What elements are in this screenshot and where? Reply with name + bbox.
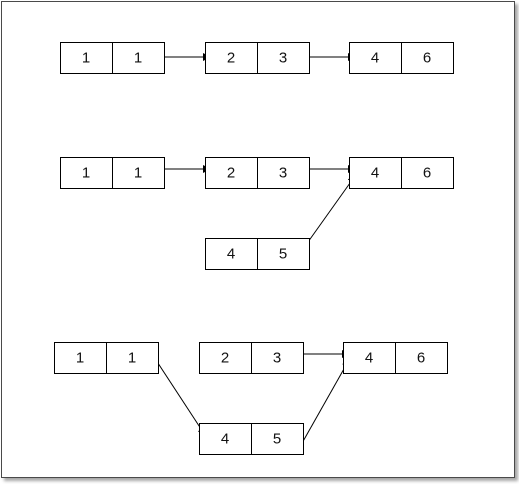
node-pointer-cell [395, 342, 448, 374]
node-pointer-cell [112, 157, 165, 189]
node-cell-text: 6 [423, 50, 431, 67]
node-value-cell [54, 342, 107, 374]
node-value-cell [349, 42, 402, 74]
node-cell-text: 6 [417, 350, 425, 367]
node-cell-text: 2 [227, 165, 235, 182]
node-value-cell [60, 42, 113, 74]
node-value-cell [199, 342, 252, 374]
node-cell-text: 1 [128, 350, 136, 367]
node-pointer-cell [257, 42, 310, 74]
node-cell-text: 4 [371, 50, 379, 67]
node-cell-text: 5 [279, 246, 287, 263]
node-value-cell [205, 238, 258, 270]
link-arrow-r2n4-to-r2n3 [302, 175, 356, 250]
node-value-cell [343, 342, 396, 374]
node-cell-text: 1 [76, 350, 84, 367]
node-cell-text: 6 [423, 165, 431, 182]
link-arrow-r3n4-to-r3n3 [296, 359, 350, 453]
link-arrow-r3n1-to-r3n4 [151, 353, 206, 436]
node-cell-text: 4 [371, 165, 379, 182]
node-pointer-cell [401, 157, 454, 189]
node-cell-text: 3 [279, 165, 287, 182]
node-cell-text: 1 [134, 165, 142, 182]
node-pointer-cell [112, 42, 165, 74]
node-cell-text: 2 [221, 350, 229, 367]
node-pointer-cell [401, 42, 454, 74]
node-value-cell [60, 157, 113, 189]
node-cell-text: 4 [227, 246, 235, 263]
node-pointer-cell [251, 423, 304, 455]
node-cell-text: 5 [273, 431, 281, 448]
node-cell-text: 4 [365, 350, 373, 367]
node-value-cell [349, 157, 402, 189]
node-value-cell [199, 423, 252, 455]
node-cell-text: 1 [134, 50, 142, 67]
node-pointer-cell [257, 238, 310, 270]
node-cell-text: 1 [82, 50, 90, 67]
links-layer [151, 53, 356, 453]
node-cell-text: 2 [227, 50, 235, 67]
node-pointer-cell [257, 157, 310, 189]
node-cell-text: 1 [82, 165, 90, 182]
node-cell-text: 4 [221, 431, 229, 448]
node-cell-text: 3 [279, 50, 287, 67]
node-cell-text: 3 [273, 350, 281, 367]
node-pointer-cell [251, 342, 304, 374]
node-pointer-cell [106, 342, 159, 374]
